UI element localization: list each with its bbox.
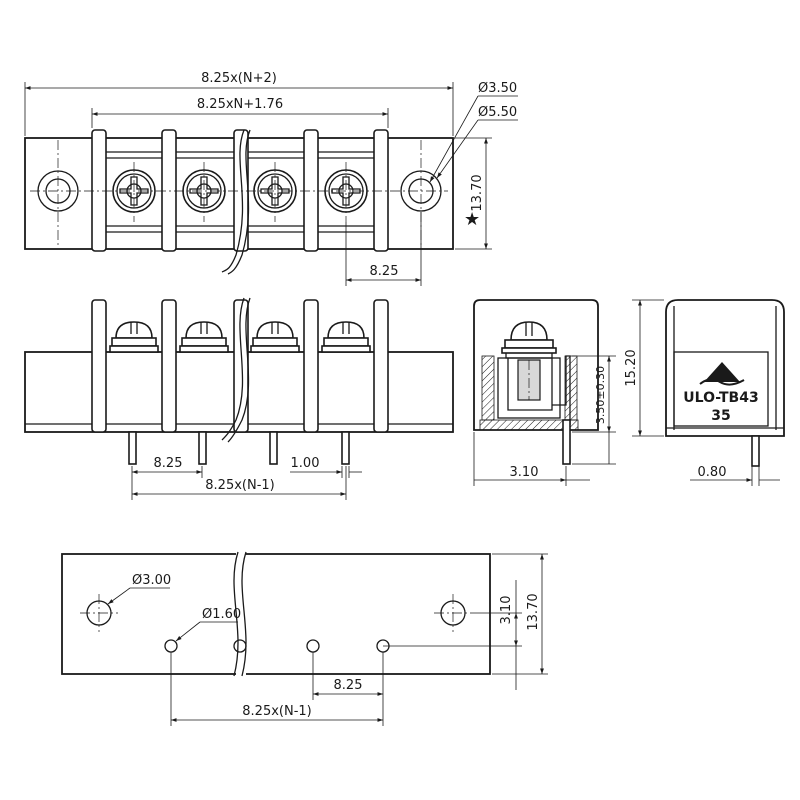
pcb-pin-hole	[306, 639, 320, 653]
screw-head-icon	[179, 321, 229, 353]
break-line	[221, 129, 245, 273]
dim-pin-offset: 3.10	[510, 465, 539, 480]
dim-body-height: 15.20	[624, 349, 639, 386]
star-marker: ★	[464, 209, 480, 230]
pcb-layout-view: Ø3.00 Ø1.60 3.10 13.70 8.25 8.25x(N-1)	[61, 548, 548, 726]
side-base	[479, 419, 579, 431]
top-view: 8.25x(N+2) 8.25xN+1.76 Ø3.50 Ø5.50 13.70…	[24, 71, 518, 286]
dim-body-length: 8.25xN+1.76	[197, 97, 283, 112]
front-pin	[269, 431, 278, 465]
dim-pin-thickness: 0.80	[698, 465, 727, 480]
dim-total-length: 8.25x(N+2)	[201, 71, 277, 86]
front-pin	[341, 431, 350, 465]
brand-label: ULO-TB43	[683, 390, 758, 406]
pcb-pin-hole	[233, 639, 247, 653]
side-cover	[665, 299, 785, 437]
dim-pin-height: 3.50±0.30	[594, 366, 607, 424]
front-pin	[128, 431, 137, 465]
dim-body-width: 13.70	[470, 174, 485, 211]
front-barrier	[91, 299, 107, 433]
side-housing	[473, 299, 599, 431]
break-line	[233, 551, 239, 677]
top-barrier	[303, 129, 319, 252]
dim-pcb-mount-hole: Ø3.00	[132, 573, 171, 588]
top-barrier	[161, 129, 177, 252]
front-barrier	[373, 299, 389, 433]
dim-washer-diameter: Ø5.50	[478, 105, 517, 120]
code-label: 35	[711, 408, 730, 424]
break-line	[227, 129, 251, 275]
break-line	[241, 551, 247, 677]
front-barrier	[161, 299, 177, 433]
dim-pcb-width: 13.70	[526, 593, 541, 630]
dim-pin-width: 1.00	[291, 456, 320, 471]
side-wall-right	[564, 355, 578, 421]
screw-head-icon	[250, 321, 300, 353]
side-section-view: 3.50±0.30 3.10	[473, 299, 616, 486]
dim-pcb-row-offset: 3.10	[499, 596, 514, 625]
dim-pitch-top: 8.25	[370, 264, 399, 279]
break-line	[227, 297, 251, 443]
side-exterior-view: ULO-TB43 35 15.20 0.80	[624, 299, 785, 486]
label-panel	[673, 351, 769, 427]
screw-head-icon	[321, 321, 371, 353]
dim-pitch-front: 8.25	[154, 456, 183, 471]
front-pin	[198, 431, 207, 465]
break-line	[221, 297, 245, 441]
pcb-pin-hole	[164, 639, 178, 653]
dim-pcb-pitch: 8.25	[334, 678, 363, 693]
top-barrier	[373, 129, 389, 252]
triangle-wave-logo-icon	[699, 362, 745, 386]
top-barrier	[91, 129, 107, 252]
front-view: 8.25 1.00 8.25x(N-1)	[24, 297, 454, 500]
dim-pcb-pin-hole: Ø1.60	[202, 607, 241, 622]
side-wall-left	[481, 355, 495, 421]
screw-head-icon	[109, 321, 159, 353]
side-pin	[562, 419, 571, 465]
front-barrier	[303, 299, 319, 433]
side-exterior-pin	[751, 435, 760, 467]
dim-hole-diameter: Ø3.50	[478, 81, 517, 96]
dim-pcb-span: 8.25x(N-1)	[242, 704, 311, 719]
dim-pin-span-front: 8.25x(N-1)	[205, 478, 274, 493]
pcb-outline	[61, 553, 491, 675]
